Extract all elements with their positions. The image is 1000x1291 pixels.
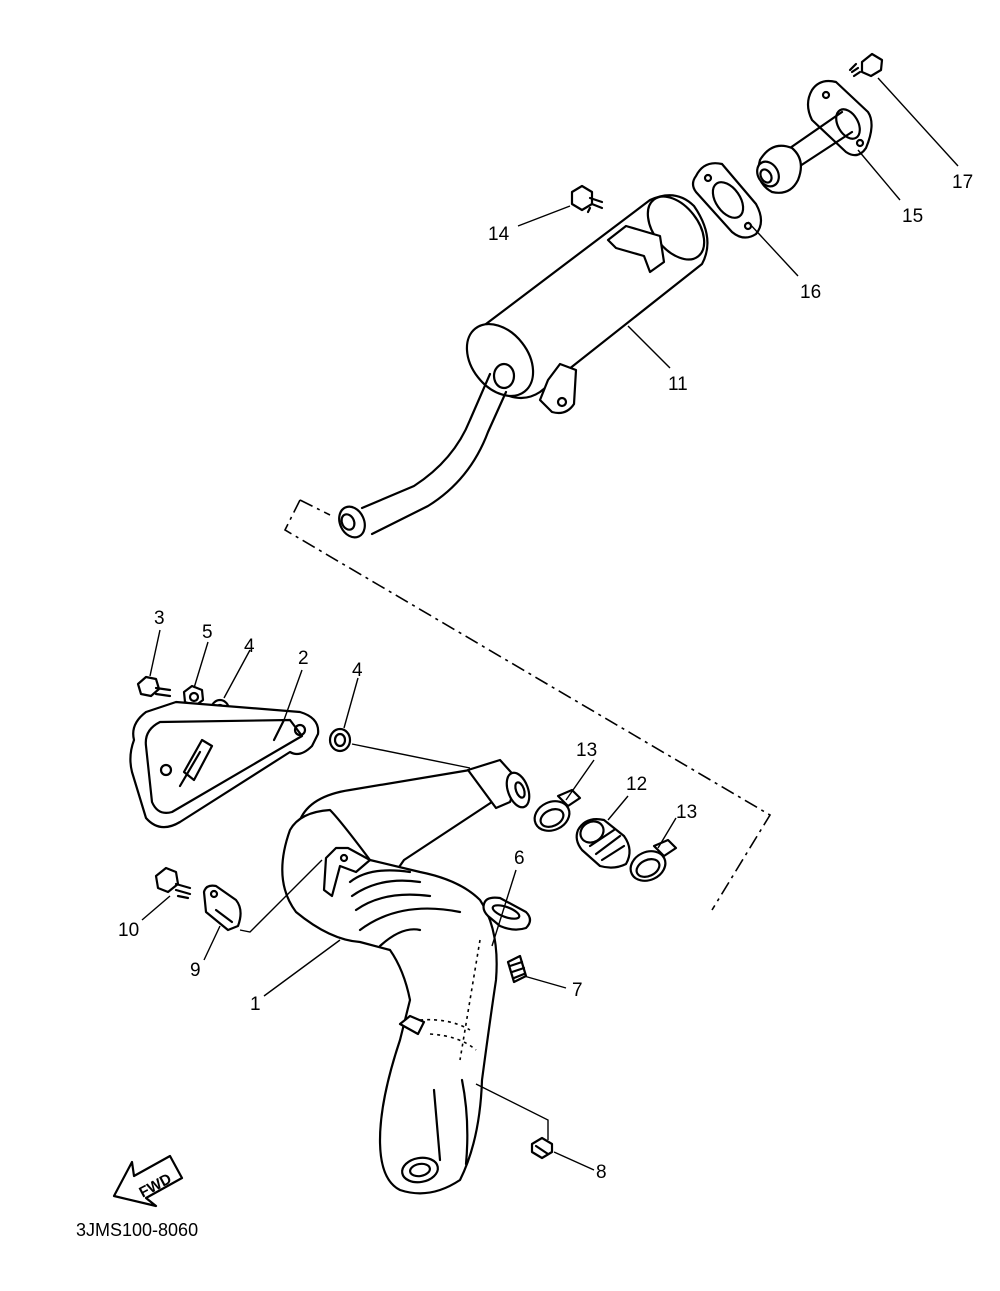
nut-part-8 <box>530 1136 554 1160</box>
callout-labels: 17 15 16 14 11 3 5 4 2 4 13 12 13 6 7 8 … <box>118 172 973 1183</box>
joint-pipe-part-12 <box>575 818 631 869</box>
clamp-part-13b <box>629 838 678 882</box>
callout-13b: 13 <box>676 802 697 823</box>
callout-8: 8 <box>596 1162 607 1183</box>
damper-part-9 <box>202 884 242 932</box>
callout-10: 10 <box>118 920 139 941</box>
callout-3: 3 <box>154 608 165 629</box>
drawing-code: 3JMS100-8060 <box>76 1220 198 1240</box>
callout-6: 6 <box>514 848 525 869</box>
washer-part-4b <box>328 727 352 753</box>
forward-direction-arrow: FWD <box>112 1154 184 1208</box>
bolt-part-17 <box>848 52 884 78</box>
gasket-part-16 <box>691 162 763 239</box>
callout-5: 5 <box>202 622 213 643</box>
damper-part-6 <box>482 896 532 931</box>
bolt-part-14 <box>570 184 604 214</box>
clamp-part-13a <box>533 788 582 832</box>
callout-1: 1 <box>250 994 261 1015</box>
callout-9: 9 <box>190 960 201 981</box>
callout-12: 12 <box>626 774 647 795</box>
callout-13a: 13 <box>576 740 597 761</box>
callout-14: 14 <box>488 224 510 245</box>
assembly-guide-line <box>283 499 772 911</box>
expansion-chamber-part-1 <box>281 758 531 1195</box>
leader-lines <box>141 77 959 1171</box>
bracket-part-2 <box>129 700 320 829</box>
callout-2: 2 <box>298 648 309 669</box>
callout-16: 16 <box>800 282 821 303</box>
callout-15: 15 <box>902 206 923 227</box>
callout-4b: 4 <box>352 660 363 681</box>
bolt-part-3 <box>136 675 172 698</box>
bolt-part-10 <box>154 866 192 900</box>
callout-7: 7 <box>572 980 583 1001</box>
callout-4a: 4 <box>244 636 255 657</box>
tail-pipe-part-15 <box>756 79 873 194</box>
muffler-part-11 <box>338 194 709 539</box>
callout-17: 17 <box>952 172 973 193</box>
callout-11: 11 <box>668 374 688 395</box>
collar-part-7 <box>506 954 528 984</box>
